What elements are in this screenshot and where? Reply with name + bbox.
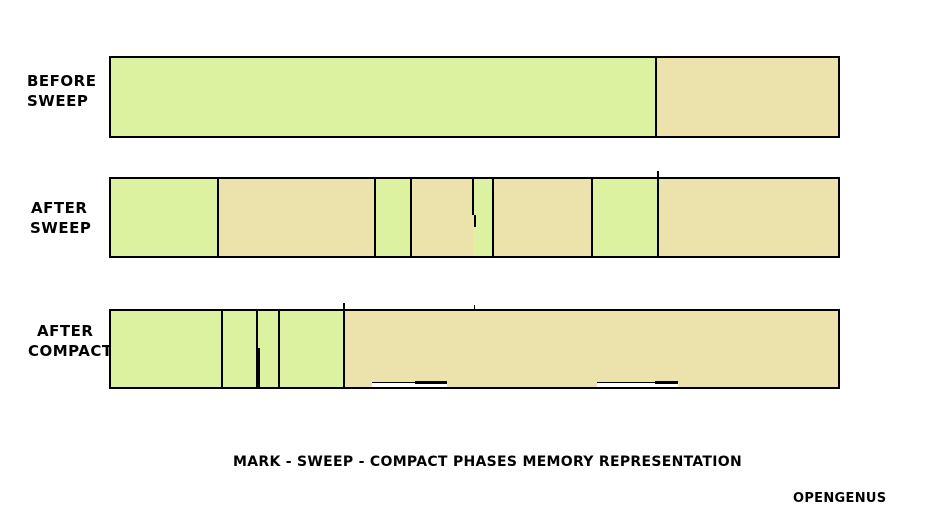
tick-mark	[657, 171, 659, 178]
row-label-before-sweep-line1: BEFORE	[27, 72, 97, 90]
diagram-title: MARK - SWEEP - COMPACT PHASES MEMORY REP…	[233, 454, 743, 470]
memory-segment-green	[111, 58, 656, 136]
segment-divider	[657, 179, 659, 256]
segment-divider	[492, 179, 494, 256]
memory-segment-tan	[658, 179, 838, 256]
segment-divider	[374, 179, 376, 256]
bottom-notch-line	[372, 382, 447, 383]
segment-divider	[221, 311, 223, 387]
hand-drawn-line	[257, 348, 260, 387]
memory-segment-green	[279, 311, 344, 387]
memory-segment-green	[375, 179, 411, 256]
memory-bar-before-sweep	[109, 56, 840, 138]
row-label-after-sweep-line2: SWEEP	[30, 219, 92, 237]
hand-drawn-line	[474, 215, 476, 227]
segment-divider	[655, 58, 657, 136]
row-label-after-compact-line2: COMPACT	[28, 342, 113, 360]
row-label-before-sweep-line2: SWEEP	[27, 92, 89, 110]
memory-segment-tan	[411, 179, 473, 256]
bottom-notch-thick-line	[415, 381, 447, 384]
memory-segment-green	[257, 311, 279, 387]
hand-drawn-line	[472, 179, 474, 215]
bottom-notch-thick-line	[655, 381, 678, 384]
memory-segment-green	[111, 179, 218, 256]
segment-divider	[343, 311, 345, 387]
brand-text: OPENGENUS	[793, 491, 887, 506]
bottom-notch-gap	[372, 383, 447, 387]
memory-segment-green	[111, 311, 222, 387]
segment-divider	[410, 179, 412, 256]
memory-segment-green	[222, 311, 257, 387]
tick-mark	[474, 305, 475, 310]
memory-segment-green	[473, 179, 493, 256]
memory-segment-tan	[344, 311, 838, 387]
row-label-after-compact-line1: AFTER	[37, 322, 94, 340]
memory-bar-after-sweep	[109, 171, 840, 258]
memory-segment-tan	[656, 58, 838, 136]
tick-mark	[343, 303, 345, 310]
row-label-after-sweep-line1: AFTER	[31, 199, 88, 217]
memory-bar-after-compact	[109, 303, 840, 389]
memory-segment-tan	[493, 179, 592, 256]
segment-divider	[591, 179, 593, 256]
memory-segment-tan	[218, 179, 375, 256]
memory-segment-green	[592, 179, 658, 256]
segment-divider	[217, 179, 219, 256]
bottom-notch-gap	[597, 383, 678, 387]
bottom-notch-line	[597, 382, 678, 383]
segment-divider	[278, 311, 280, 387]
